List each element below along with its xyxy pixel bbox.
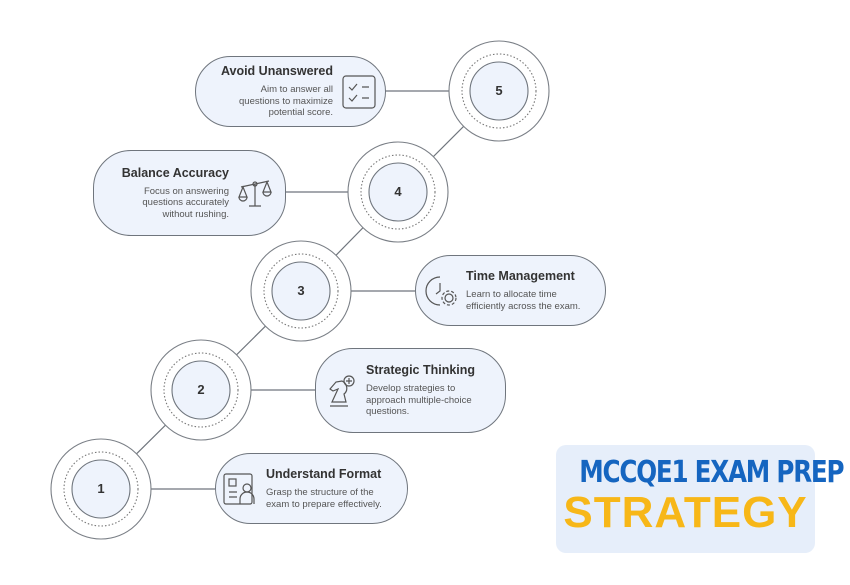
- step-description: Develop strategies to approach multiple-…: [366, 383, 472, 418]
- banner-line-2: STRATEGY: [563, 488, 808, 537]
- document-person-icon: [223, 472, 255, 505]
- step-number-1: 1: [97, 481, 105, 496]
- step-number-4: 4: [394, 184, 402, 199]
- step-description: Grasp the structure of the exam to prepa…: [266, 487, 382, 510]
- step-circle-2: [150, 339, 252, 441]
- step-number-5: 5: [495, 83, 503, 98]
- step-number-3: 3: [297, 283, 305, 298]
- step-circle-5: [448, 40, 550, 142]
- chess-knight-icon: [329, 374, 355, 407]
- banner-line-1: MCCQE1 EXAM PREP: [579, 455, 844, 490]
- scales-icon: [238, 180, 272, 207]
- step-description: Focus on answering questions accurately …: [142, 185, 229, 220]
- step-description: Learn to allocate time efficiently acros…: [466, 289, 581, 312]
- step-title: Understand Format: [266, 467, 382, 482]
- step-title: Time Management: [466, 269, 575, 284]
- clock-gear-icon: [425, 275, 457, 306]
- checklist-icon: [342, 74, 376, 109]
- step-title: Balance Accuracy: [121, 165, 229, 180]
- step-title: Strategic Thinking: [366, 363, 476, 378]
- step-circle-3: [250, 240, 352, 342]
- step-title: Avoid Unanswered: [220, 64, 333, 79]
- step-number-2: 2: [197, 382, 205, 397]
- step-circle-1: [50, 438, 152, 540]
- title-banner: MCCQE1 EXAM PREP STRATEGY: [556, 445, 845, 553]
- step-description: Aim to answer all questions to maximize …: [239, 84, 333, 119]
- step-circle-4: [347, 141, 449, 243]
